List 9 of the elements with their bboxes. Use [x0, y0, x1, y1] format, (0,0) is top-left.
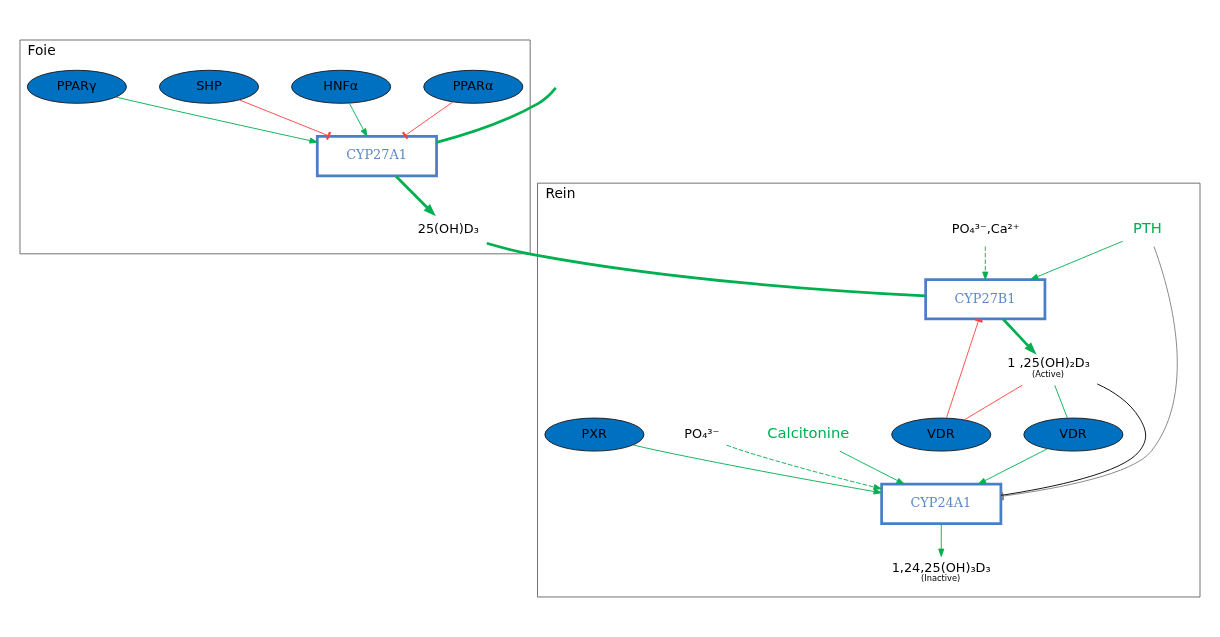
node-text: 1 ,25(OH)₂D₃: [1007, 355, 1090, 371]
node-text: 25(OH)D₃: [417, 221, 479, 237]
node-text: 1,24,25(OH)₃D₃: [891, 559, 991, 575]
node-text: PO₄³⁻: [684, 425, 720, 441]
node-text: PTH: [1133, 219, 1162, 237]
node-label: (Inactive): [921, 573, 961, 584]
node-label: (Active): [1032, 368, 1065, 379]
node-text: PO₄³⁻,Ca²⁺: [951, 221, 1020, 237]
node-text: Calcitonine: [767, 424, 850, 442]
